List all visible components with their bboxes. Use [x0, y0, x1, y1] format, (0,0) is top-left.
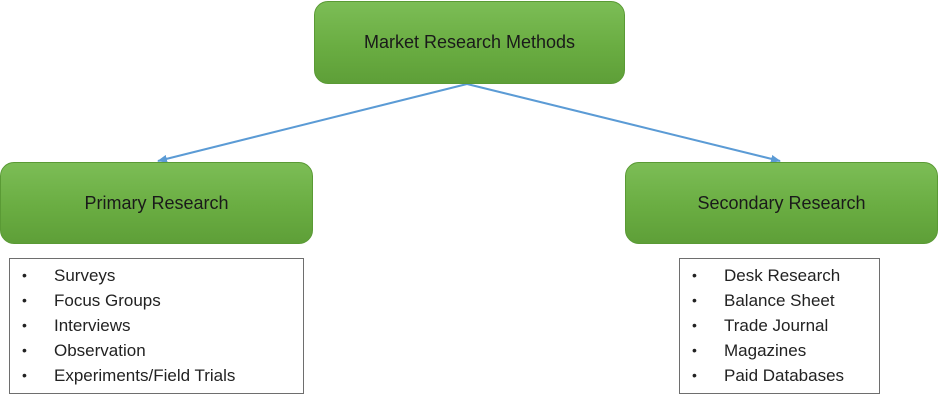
list-item: • Observation: [10, 338, 303, 363]
bullet-icon: •: [692, 317, 697, 333]
bullet-icon: •: [692, 292, 697, 308]
primary-research-list: • Surveys • Focus Groups • Interviews • Obse…: [9, 258, 304, 394]
list-item: • Interviews: [10, 313, 303, 338]
bullet-icon: •: [692, 367, 697, 383]
secondary-node-label: Secondary Research: [697, 192, 866, 213]
list-item-label: Trade Journal: [724, 316, 829, 335]
list-item-label: Observation: [54, 341, 146, 360]
root-node-market-research-methods: Market Research Methods: [314, 1, 625, 84]
bullet-icon: •: [692, 342, 697, 358]
list-item-label: Magazines: [724, 341, 807, 360]
bullet-icon: •: [22, 317, 27, 333]
primary-node-label: Primary Research: [84, 192, 229, 213]
root-node-label: Market Research Methods: [363, 32, 576, 52]
list-item: • Surveys: [10, 263, 303, 288]
list-item: • Paid Databases: [680, 363, 879, 388]
secondary-research-list: • Desk Research • Balance Sheet • Trade Jou…: [679, 258, 880, 394]
list-item: • Balance Sheet: [680, 288, 879, 313]
branch-node-primary-research: Primary Research: [0, 162, 313, 244]
list-item-label: Interviews: [54, 316, 131, 335]
list-item-label: Experiments/Field Trials: [54, 366, 236, 385]
list-item: • Magazines: [680, 338, 879, 363]
bullet-icon: •: [22, 267, 27, 283]
list-item: • Desk Research: [680, 263, 879, 288]
list-item-label: Balance Sheet: [724, 291, 835, 310]
bullet-icon: •: [22, 292, 27, 308]
arrow-to-secondary: [466, 83, 781, 163]
arrow-to-primary: [157, 83, 468, 163]
list-item: • Focus Groups: [10, 288, 303, 313]
list-item-label: Desk Research: [724, 266, 841, 285]
list-item-label: Focus Groups: [54, 291, 161, 310]
list-item-label: Paid Databases: [724, 366, 845, 385]
bullet-icon: •: [22, 367, 27, 383]
list-item-label: Surveys: [54, 266, 116, 285]
bullet-icon: •: [22, 342, 27, 358]
branch-node-secondary-research: Secondary Research: [625, 162, 938, 244]
bullet-icon: •: [692, 267, 697, 283]
list-item: • Experiments/Field Trials: [10, 363, 303, 388]
list-item: • Trade Journal: [680, 313, 879, 338]
